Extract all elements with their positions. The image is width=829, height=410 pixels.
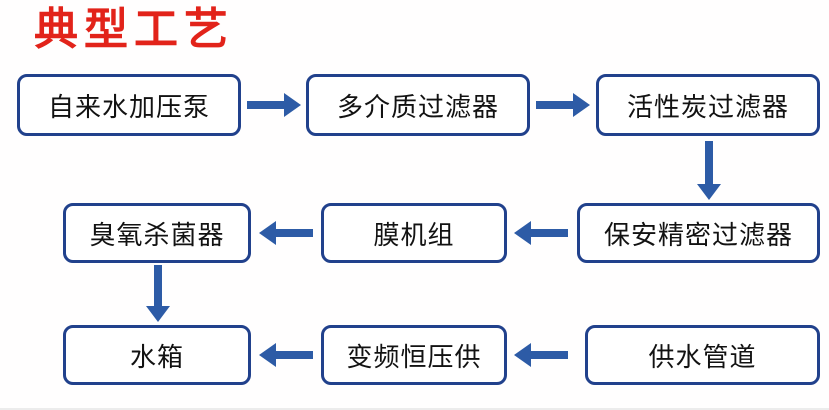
node-ozone-sterilizer: 臭氧杀菌器 [63,203,251,263]
arrow-shaft [530,351,568,359]
arrow-shaft [530,229,568,237]
arrow-left-icon [514,343,568,367]
arrow-left-icon [259,221,313,245]
arrow-shaft [536,101,574,109]
arrow-shaft [154,265,162,307]
arrow-right-icon [536,93,590,117]
arrow-head [146,306,170,322]
arrow-down-icon [146,265,170,322]
arrow-shaft [705,141,713,185]
diagram-title: 典型工艺 [34,5,234,54]
node-multimedia-filter: 多介质过滤器 [306,74,530,136]
arrow-head [573,93,590,117]
node-membrane-unit: 膜机组 [321,203,507,263]
arrow-head [259,221,276,245]
arrow-head [514,343,531,367]
node-tap-water-booster-pump: 自来水加压泵 [17,74,241,136]
node-security-precision-filter: 保安精密过滤器 [577,203,820,263]
arrow-head [259,343,276,367]
arrow-down-icon [697,141,721,200]
arrow-left-icon [259,343,313,367]
arrow-shaft [247,101,285,109]
arrow-shaft [275,351,313,359]
node-water-tank: 水箱 [63,325,251,385]
node-vfd-constant-pressure-supply: 变频恒压供 [321,325,507,385]
arrow-right-icon [247,93,301,117]
arrow-left-icon [514,221,568,245]
arrow-head [514,221,531,245]
arrow-head [697,184,721,200]
arrow-head [284,93,301,117]
arrow-shaft [275,229,313,237]
node-activated-carbon-filter: 活性炭过滤器 [596,74,820,136]
node-water-supply-pipeline: 供水管道 [585,325,820,385]
